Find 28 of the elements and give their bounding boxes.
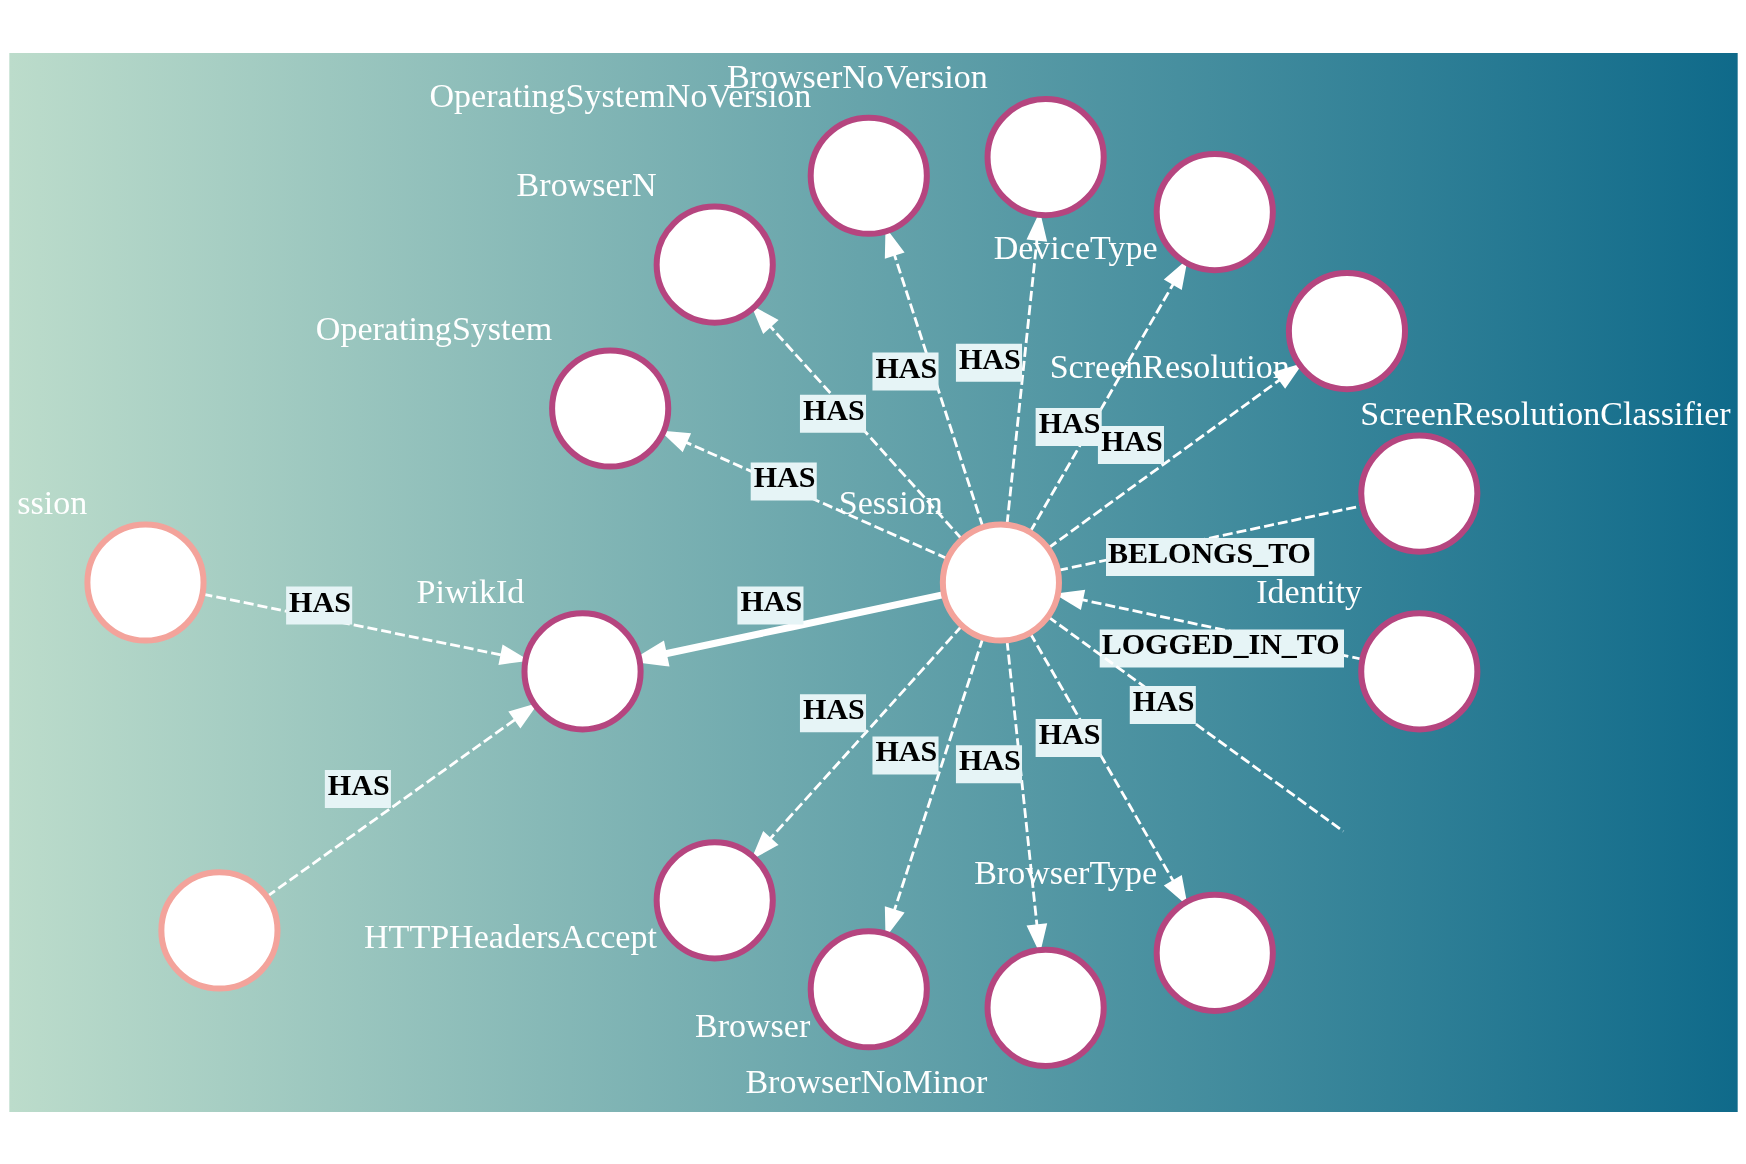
node-label: ScreenResolutionClassifier xyxy=(1359,394,1731,432)
node-label: HTTPHeadersAccept xyxy=(363,917,657,955)
node-label: BrowserN xyxy=(516,165,657,203)
edge-label: HAS xyxy=(753,459,815,493)
node-label: BrowserNoMinor xyxy=(744,1062,987,1100)
node-label: DeviceType xyxy=(993,228,1158,266)
edge-label: HAS xyxy=(1100,423,1163,457)
node-label: Browser xyxy=(694,1006,810,1044)
edge-label: BELONGS_TO xyxy=(1107,535,1311,569)
edge-label: HAS xyxy=(874,733,937,767)
edge-label: HAS xyxy=(802,691,865,725)
node-label: Session xyxy=(838,483,943,521)
edge-label: LOGGED_IN_TO xyxy=(1101,626,1340,660)
edge-label: HAS xyxy=(327,767,390,801)
node-label: OperatingSystem xyxy=(315,309,552,347)
edge-label: HAS xyxy=(1038,716,1100,750)
edge-label: HAS xyxy=(1132,683,1194,717)
node-label: Identity xyxy=(1255,572,1362,610)
node-label: ssion xyxy=(16,483,87,521)
edge-label: HAS xyxy=(958,341,1021,375)
edge-label: HAS xyxy=(288,584,351,618)
node-label: PiwikId xyxy=(416,572,524,610)
edge-label: HAS xyxy=(958,742,1021,776)
edge-label: HAS xyxy=(1038,405,1100,439)
node-label: BrowserType xyxy=(973,853,1157,891)
edge-label: HAS xyxy=(874,350,937,384)
edge-label: HAS xyxy=(739,583,802,617)
edge-label: HAS xyxy=(802,392,865,426)
